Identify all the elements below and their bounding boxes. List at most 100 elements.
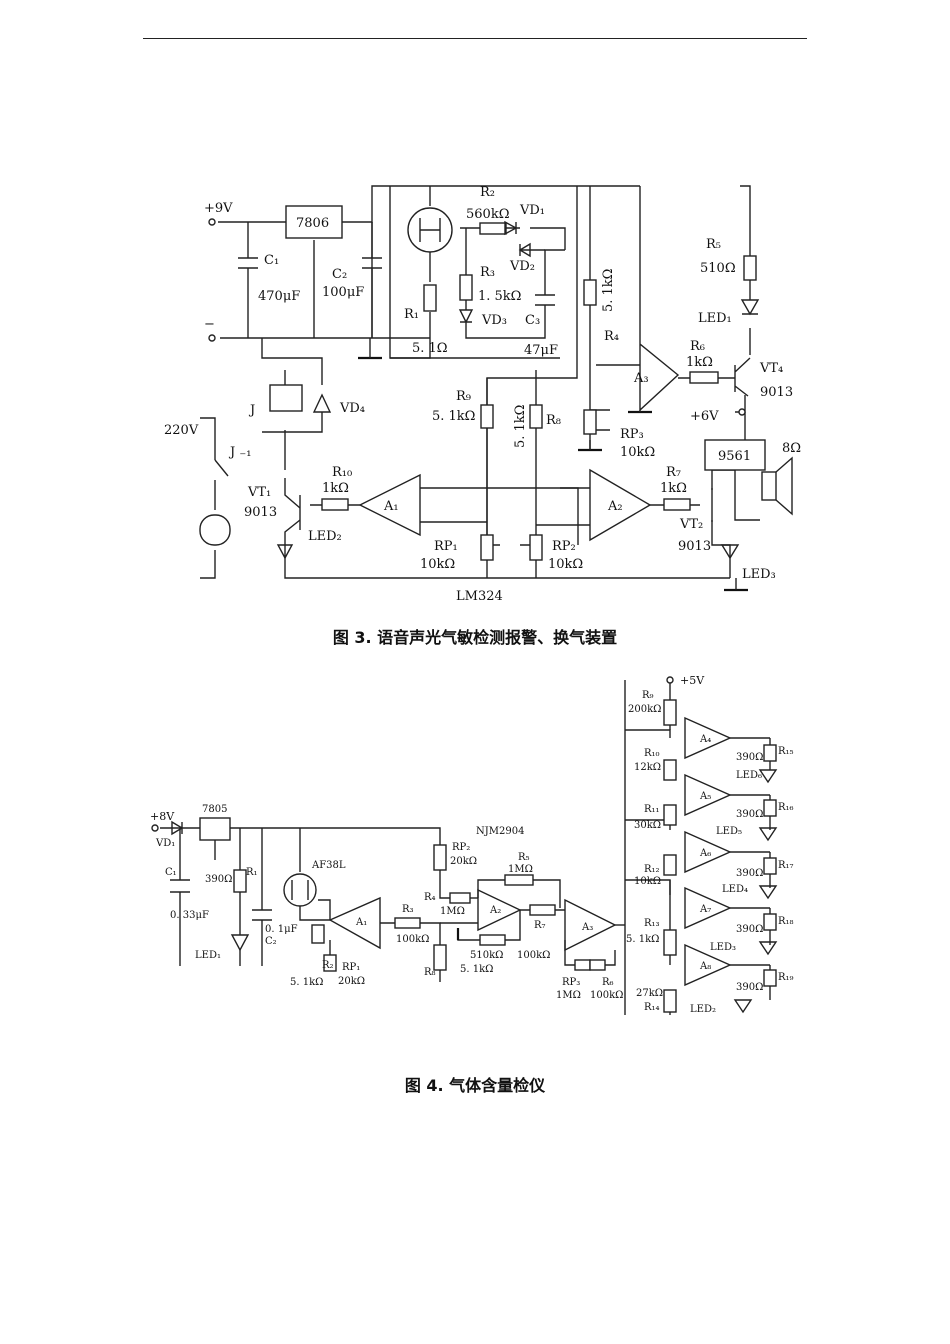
label-r5-val: 510Ω [700,261,736,276]
header-rule [143,38,807,39]
label-a3: A₃ [633,371,649,386]
label-r4-val: 5. 1kΩ [601,269,616,312]
label-vt4-val: 9013 [760,385,793,400]
label-rp3-val: 10kΩ [620,445,655,460]
label-r9-val: 5. 1kΩ [432,409,475,424]
label-a1: A₁ [383,499,399,514]
figure3-caption: 图 3. 语音声光气敏检测报警、换气装置 [332,628,618,647]
fig3-labels: +9V − 7806 C₁ 470μF C₂ 100μF R₁ 5. 1Ω R₂… [164,185,801,604]
label-r7: R₇ [666,465,681,480]
label-c1-val: 470μF [258,289,300,304]
label-r4: R₄ [604,329,619,344]
label-r390: 390Ω [736,809,763,820]
label-r14-val: 27kΩ [636,988,663,999]
label-r1: R₁ [246,867,258,878]
label-rp3: RP₃ [620,427,644,442]
label-r6-val: 1kΩ [686,355,713,370]
label-vd2: VD₂ [509,259,535,274]
fig3-supply-neg: − [204,317,215,332]
label-led3: LED₃ [710,942,736,953]
label-led3: LED₃ [742,567,776,582]
label-plus6v: +6V [690,409,719,424]
label-njm: NJM2904 [476,826,524,837]
label-rp2-val: 20kΩ [450,856,477,867]
label-r2-val: 5. 1kΩ [290,977,323,988]
fig4-components [151,676,677,1013]
label-r17: R₁₇ [778,860,794,871]
label-led2: LED₂ [308,529,342,544]
label-r390: 390Ω [736,868,763,879]
label-vt2-val: 9013 [678,539,711,554]
label-led4: LED₄ [722,884,748,895]
label-r1: R₁ [404,307,419,322]
fig3-components [199,205,793,592]
label-r10: R₁₀ [332,465,352,480]
label-rp3-val: 1MΩ [556,990,581,1001]
label-r3-val: 1. 5kΩ [478,289,521,304]
label-plus5v: +5V [680,674,705,687]
label-r4: R₄ [424,892,436,903]
fig4-labels: +8V VD₁ 7805 C₁ 0. 33μF R₁ 390Ω C₂ 0. 1μ… [150,674,794,1015]
label-vd1: VD₁ [155,838,175,849]
label-led6: LED₆ [736,770,762,781]
label-a8: A₈ [699,961,711,972]
label-a7: A₇ [699,904,711,915]
label-r8-val: 5. 1kΩ [460,964,493,975]
figure4-caption: 图 4. 气体含量检仪 [404,1076,546,1095]
label-a6: A₆ [699,848,711,859]
label-mains: 220V [164,423,199,438]
label-r18: R₁₈ [778,916,794,927]
label-r390: 390Ω [736,924,763,935]
label-c1: C₁ [264,253,279,268]
label-r11: R₁₁ [644,804,660,815]
label-r14: R₁₄ [644,1002,660,1013]
label-r390: 390Ω [736,752,763,763]
label-r9: R₉ [456,389,471,404]
label-r1-val: 390Ω [205,874,232,885]
label-r7-val: 100kΩ [517,950,550,961]
label-lm324: LM324 [456,589,503,604]
fig4-comparators [684,716,778,1014]
label-led5: LED₅ [716,826,742,837]
label-a4: A₄ [699,734,711,745]
label-r10-val: 12kΩ [634,762,661,773]
label-rp2-val: 10kΩ [548,557,583,572]
label-r9-val: 200kΩ [628,704,661,715]
label-r9: R₉ [642,690,654,701]
label-vt1: VT₁ [247,485,271,500]
label-led1: LED₁ [195,950,221,961]
label-sensor: AF38L [311,860,346,871]
label-vd4: VD₄ [339,401,365,416]
label-r16: R₁₆ [778,802,794,813]
label-r13: R₁₃ [644,918,660,929]
label-vt2: VT₂ [679,517,703,532]
label-a1: A₁ [355,917,367,928]
label-r13-val: 5. 1kΩ [626,934,659,945]
label-ic9561: 9561 [718,449,751,464]
label-c2-val: 100μF [322,285,364,300]
label-reg: 7805 [202,804,227,815]
label-r12-val: 10kΩ [634,876,661,887]
label-r6: R₆ [690,339,705,354]
label-c3-val: 47μF [524,343,558,358]
label-r2: R₂ [480,185,495,200]
label-r12: R₁₂ [644,864,660,875]
label-r8: R₈ [546,413,561,428]
label-c2-val: 0. 1μF [265,924,298,935]
label-a5: A₅ [699,791,711,802]
label-r7-val: 1kΩ [660,481,687,496]
label-r5: R₅ [518,852,530,863]
label-r5: R₅ [706,237,721,252]
label-led1: LED₁ [698,311,732,326]
label-r15: R₁₅ [778,746,794,757]
fig3-regulator: 7806 [296,216,329,231]
label-rp1: RP₁ [434,539,458,554]
label-a2: A₂ [607,499,623,514]
label-r1-val: 5. 1Ω [412,341,448,356]
label-r8: R₈ [424,967,436,978]
label-vd1: VD₁ [519,203,545,218]
label-j1: J ₋₁ [228,445,251,460]
label-vt4: VT₄ [759,361,783,376]
